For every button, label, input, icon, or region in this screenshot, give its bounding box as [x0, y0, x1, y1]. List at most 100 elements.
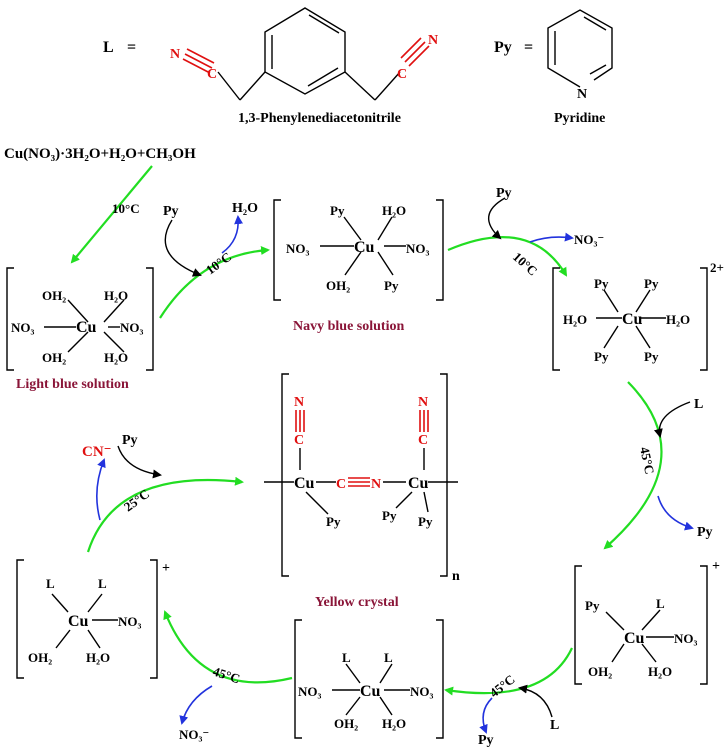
- step2-arrow: [159, 246, 270, 319]
- complex-navy-blue: Cu Py H₂O NO₃ NO₃ OH₂ Py: [273, 199, 444, 301]
- ligand-L-right: L: [384, 650, 393, 665]
- ligand-NO3-right: NO₃: [120, 320, 144, 335]
- step6-arrow: [163, 610, 293, 684]
- pyridine-name: Pyridine: [554, 111, 605, 126]
- step6-NO3-out-arrow: [179, 685, 213, 725]
- step3-NO3-out-arrow: [529, 232, 574, 243]
- pyridine-N: N: [577, 87, 587, 102]
- ligand-L-legend: L = N C C N 1,3-Phenylenediacetonitrile: [103, 7, 438, 126]
- ligand-H2O: H₂O: [648, 664, 672, 679]
- nitrile-C-right: C: [397, 67, 407, 82]
- step7-CN-out-arrow: [96, 458, 106, 521]
- step5-temperature: 45°C: [487, 672, 518, 701]
- step3-NO3-released: NO₃⁻: [574, 232, 604, 247]
- step5-L-in-arrow: [518, 684, 553, 718]
- axial-C-right: C: [418, 433, 428, 448]
- charge-plus: +: [712, 559, 720, 574]
- ligand-OH2-top: OH₂: [42, 288, 66, 303]
- step3-Py-in-arrow: [488, 197, 506, 240]
- Py-equals: =: [524, 39, 533, 56]
- step4-arrow: [603, 381, 663, 550]
- ligand-NO3-left: NO₃: [11, 320, 35, 335]
- complex-light-blue: Cu OH₂ H₂O NO₃ NO₃ OH₂ H₂O: [6, 267, 154, 371]
- step5-L: L: [550, 718, 559, 733]
- phenylene-ring-structure: [182, 7, 430, 101]
- step2-H2O-out-arrow: [221, 215, 244, 254]
- Cu-center: Cu: [68, 613, 89, 630]
- L-symbol: L: [103, 39, 114, 56]
- step5-Py: Py: [478, 733, 494, 748]
- ligand-NO3: NO₃: [674, 631, 698, 646]
- step3-Py: Py: [496, 186, 512, 201]
- product-polymer: n Cu Cu C N N C N C Py Py Py: [264, 373, 460, 584]
- ligand-Py-right-1: Py: [382, 508, 397, 523]
- L-equals: =: [127, 39, 136, 56]
- axial-C-left: C: [294, 433, 304, 448]
- step4-Py: Py: [697, 525, 713, 540]
- bridge-C: C: [336, 477, 346, 492]
- caption-yellow-crystal: Yellow crystal: [315, 595, 399, 610]
- ligand-H2O-bottom: H₂O: [104, 350, 128, 365]
- Cu-center: Cu: [622, 311, 643, 328]
- step2-Py: Py: [163, 204, 179, 219]
- ligand-OH2: OH₂: [28, 650, 52, 665]
- step2-temperature: 10°C: [203, 249, 234, 277]
- ligand-NO3-left: NO₃: [298, 684, 322, 699]
- ligand-H2O: H₂O: [86, 650, 110, 665]
- step1-arrow: [70, 165, 153, 264]
- ligand-Py-bottom-right: Py: [644, 349, 659, 364]
- ligand-NO3: NO₃: [118, 614, 142, 629]
- ligand-Py: Py: [585, 598, 600, 613]
- Cu-left: Cu: [294, 475, 315, 492]
- axial-N-left: N: [294, 395, 304, 410]
- ligand-Py-top-right: Py: [644, 276, 659, 291]
- complex-L-Py: Cu Py L NO₃ OH₂ H₂O +: [574, 559, 720, 685]
- step4-L-in-arrow: [654, 401, 691, 438]
- ligand-NO3-left: NO₃: [286, 241, 310, 256]
- Py-symbol: Py: [494, 39, 512, 56]
- ligand-L-right: L: [98, 576, 107, 591]
- caption-light-blue: Light blue solution: [16, 377, 129, 392]
- ligand-OH2-bottom: OH₂: [326, 278, 350, 293]
- ligand-L: L: [656, 596, 665, 611]
- pyridine-legend: Py = N Pyridine: [494, 9, 613, 126]
- ligand-Py-right-2: Py: [418, 514, 433, 529]
- ligand-NO3-right: NO₃: [406, 241, 430, 256]
- ligand-Py-top-left: Py: [594, 276, 609, 291]
- caption-navy-blue: Navy blue solution: [293, 319, 404, 334]
- bridge-N: N: [371, 477, 381, 492]
- nitrile-N-left: N: [170, 47, 180, 62]
- ligand-name: 1,3-Phenylenediacetonitrile: [238, 111, 401, 126]
- axial-N-right: N: [418, 395, 428, 410]
- charge-plus: +: [162, 561, 170, 576]
- step3-temperature: 10°C: [510, 249, 541, 279]
- Cu-center: Cu: [624, 630, 645, 647]
- step4-temperature: 45°C: [637, 446, 657, 476]
- step4-Py-out-arrow: [657, 495, 694, 531]
- ligand-L-left: L: [342, 650, 351, 665]
- step7-CN-released: CN⁻: [82, 444, 112, 460]
- starting-reagents: Cu(NO₃)·3H₂O+H₂O+CH₃OH: [4, 146, 196, 162]
- complex-tetrapyridine: Cu Py Py H₂O H₂O Py Py 2+: [552, 260, 724, 371]
- polymer-n: n: [452, 569, 460, 584]
- ligand-Py-bottom-left: Py: [594, 349, 609, 364]
- Cu-center: Cu: [360, 683, 381, 700]
- step6-temperature: 45°C: [211, 664, 242, 687]
- step2-Py-in-arrow: [164, 219, 202, 277]
- ligand-Py-bottom: Py: [384, 278, 399, 293]
- step5-Py-out-arrow: [479, 697, 493, 734]
- ligand-H2O-left: H₂O: [563, 312, 587, 327]
- step7-Py: Py: [122, 433, 138, 448]
- Cu-right: Cu: [408, 475, 429, 492]
- ligand-Py-top: Py: [330, 203, 345, 218]
- ligand-H2O-top: H₂O: [382, 203, 406, 218]
- step3-arrow: [447, 236, 568, 277]
- ligand-L-left: L: [46, 576, 55, 591]
- step7-Py-in-arrow: [117, 445, 162, 479]
- pyridine-ring-structure: [547, 9, 613, 88]
- step7-arrow: [86, 476, 244, 553]
- ligand-NO3-right: NO₃: [410, 684, 434, 699]
- ligand-H2O-top: H₂O: [104, 288, 128, 303]
- step4-L: L: [694, 397, 703, 412]
